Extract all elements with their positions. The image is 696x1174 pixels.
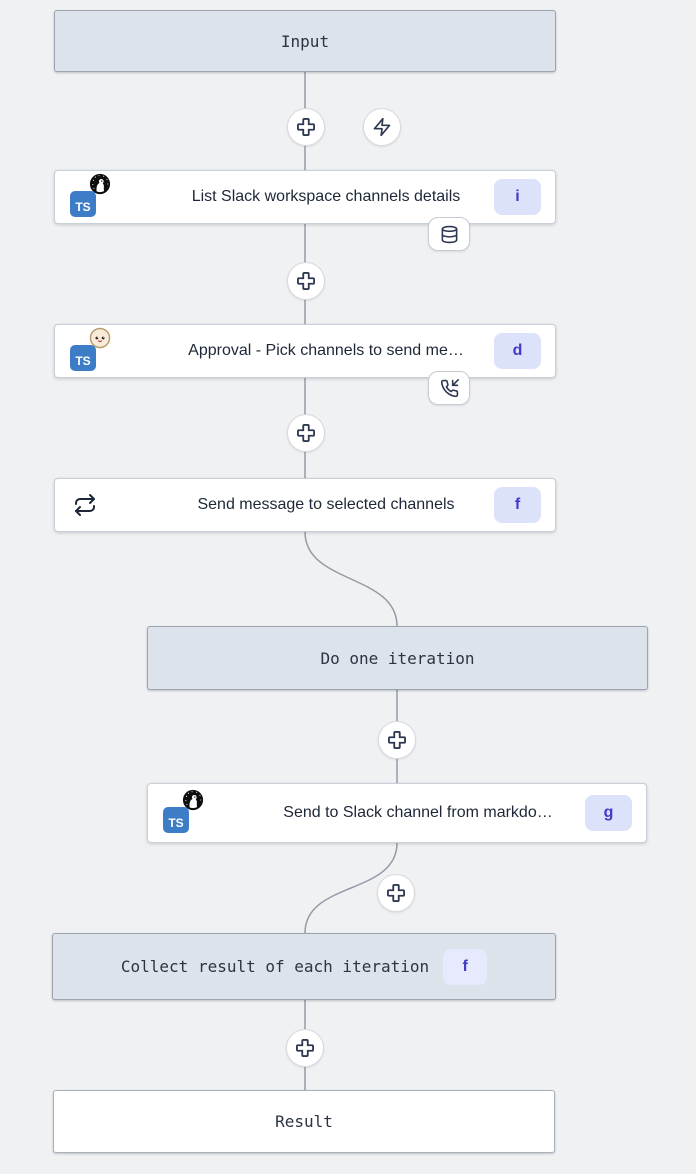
add-step-button-6[interactable] <box>286 1029 324 1067</box>
loop-iteration-label: Do one iteration <box>320 648 475 668</box>
result-node[interactable]: Result <box>53 1090 555 1153</box>
loop-collect-label: Collect result of each iteration <box>120 957 430 976</box>
plus-icon <box>387 884 405 902</box>
flow-step-forloop[interactable]: Send message to selected channels f <box>54 478 556 532</box>
language-icon-cluster: TS <box>70 173 114 218</box>
plus-icon <box>297 118 315 136</box>
step-id-badge: d <box>494 333 541 369</box>
database-icon <box>441 225 457 243</box>
bun-icon <box>89 327 111 349</box>
input-node-label: Input <box>280 31 330 51</box>
approval-suspend-button[interactable] <box>428 371 470 405</box>
language-icon-cluster: TS <box>163 789 207 834</box>
typescript-icon: TS <box>163 807 189 833</box>
step-id-badge: g <box>585 795 632 831</box>
zap-icon <box>373 117 391 137</box>
result-node-label: Result <box>275 1112 333 1131</box>
step-title: Approval - Pick channels to send me… <box>188 342 464 359</box>
deno-icon <box>89 173 111 195</box>
flow-step-send-to-slack[interactable]: TS Send to Slack channel from markdo… g <box>147 783 647 843</box>
add-step-button-1[interactable] <box>287 108 325 146</box>
deno-icon <box>182 789 204 811</box>
triggers-button[interactable] <box>363 108 401 146</box>
plus-icon <box>388 731 406 749</box>
phone-incoming-icon <box>440 378 459 397</box>
plus-icon <box>297 424 315 442</box>
repeat-icon <box>75 494 95 516</box>
loop-iteration-header[interactable]: Do one iteration <box>147 626 648 690</box>
step-title: Send to Slack channel from markdo… <box>283 804 553 821</box>
flow-step-approval[interactable]: TS Approval - Pick channels to send me… … <box>54 324 556 378</box>
add-step-button-3[interactable] <box>287 414 325 452</box>
typescript-icon: TS <box>70 191 96 217</box>
flow-step-list-channels[interactable]: TS List Slack workspace channels details… <box>54 170 556 224</box>
loop-id-badge: f <box>443 948 488 985</box>
add-step-button-2[interactable] <box>287 262 325 300</box>
plus-icon <box>297 272 315 290</box>
step-title: List Slack workspace channels details <box>191 188 461 205</box>
cache-indicator-button[interactable] <box>428 217 470 251</box>
step-title: Send message to selected channels <box>197 496 455 513</box>
language-icon-cluster: TS <box>70 327 114 372</box>
step-id-badge: f <box>494 487 541 523</box>
input-node[interactable]: Input <box>54 10 556 72</box>
add-step-button-5[interactable] <box>377 874 415 912</box>
plus-icon <box>296 1039 314 1057</box>
step-id-badge: i <box>494 179 541 215</box>
loop-collect-result-node[interactable]: Collect result of each iteration f <box>52 933 556 1000</box>
add-step-button-4[interactable] <box>378 721 416 759</box>
typescript-icon: TS <box>70 345 96 371</box>
